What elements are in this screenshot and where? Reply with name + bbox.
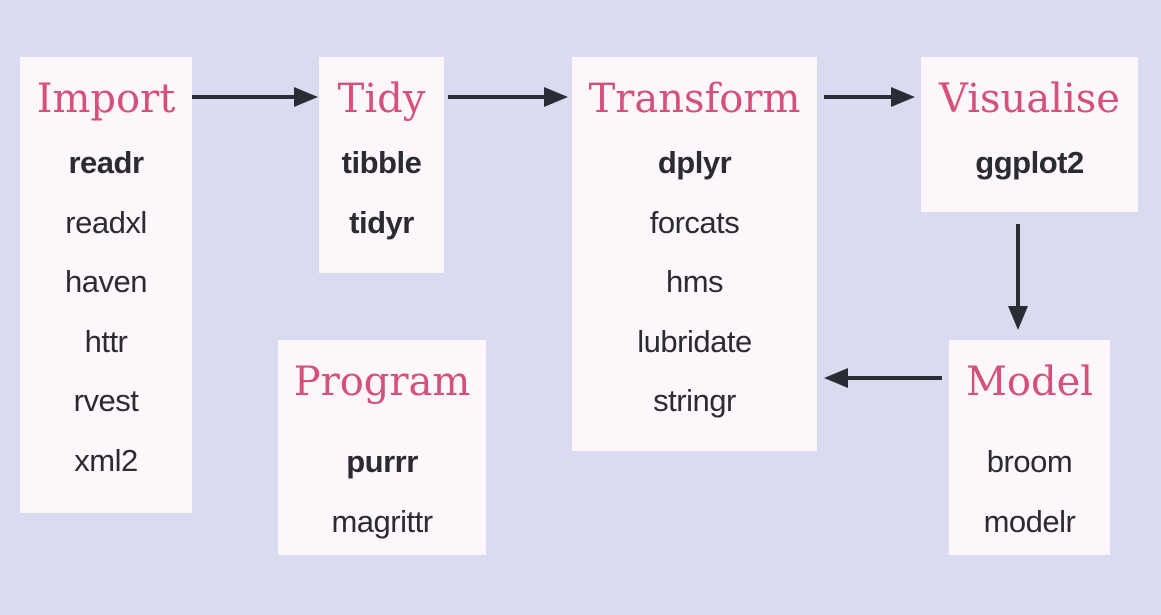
stage-title-program: Program xyxy=(293,359,471,405)
package-forcats: forcats xyxy=(649,204,740,240)
package-haven: haven xyxy=(65,264,147,299)
stage-import: Import readr readxl haven httr rvest xml2 xyxy=(20,57,192,513)
arrow-transform-to-visualise xyxy=(824,87,915,107)
package-ggplot2: ggplot2 xyxy=(975,145,1084,180)
stage-tidy: Tidy tibble tidyr xyxy=(319,57,444,273)
package-readr: readr xyxy=(68,145,144,180)
package-readxl: readxl xyxy=(65,204,147,240)
stage-title-model: Model xyxy=(965,359,1094,405)
package-list-model: broom modelr xyxy=(984,432,1076,551)
stage-model: Model broom modelr xyxy=(949,340,1110,555)
package-modelr: modelr xyxy=(983,503,1076,539)
package-httr: httr xyxy=(84,323,128,359)
package-purrr: purrr xyxy=(346,444,418,479)
package-tidyr: tidyr xyxy=(349,204,414,240)
arrow-model-to-transform xyxy=(824,368,942,388)
package-stringr: stringr xyxy=(653,383,736,418)
package-rvest: rvest xyxy=(73,383,139,418)
stage-visualise: Visualise ggplot2 xyxy=(921,57,1138,212)
package-xml2: xml2 xyxy=(74,442,138,478)
stage-title-visualise: Visualise xyxy=(939,76,1120,122)
stage-program: Program purrr magrittr xyxy=(278,340,486,555)
stage-transform: Transform dplyr forcats hms lubridate string… xyxy=(572,57,817,451)
package-tibble: tibble xyxy=(341,145,422,180)
package-lubridate: lubridate xyxy=(637,323,752,359)
stage-title-tidy: Tidy xyxy=(337,76,426,122)
package-list-program: purrr magrittr xyxy=(331,432,433,551)
package-magrittr: magrittr xyxy=(331,503,433,539)
package-dplyr: dplyr xyxy=(657,145,732,180)
arrow-import-to-tidy xyxy=(192,87,318,107)
stage-title-import: Import xyxy=(36,76,176,122)
arrow-visualise-to-model xyxy=(1008,224,1028,330)
package-list-visualise: ggplot2 xyxy=(975,133,1084,193)
package-list-tidy: tibble tidyr xyxy=(342,133,422,252)
package-hms: hms xyxy=(665,264,724,299)
package-broom: broom xyxy=(986,444,1073,479)
stage-title-transform: Transform xyxy=(588,76,801,122)
package-list-transform: dplyr forcats hms lubridate stringr xyxy=(637,133,752,431)
arrow-tidy-to-transform xyxy=(448,87,568,107)
package-list-import: readr readxl haven httr rvest xml2 xyxy=(65,133,147,490)
